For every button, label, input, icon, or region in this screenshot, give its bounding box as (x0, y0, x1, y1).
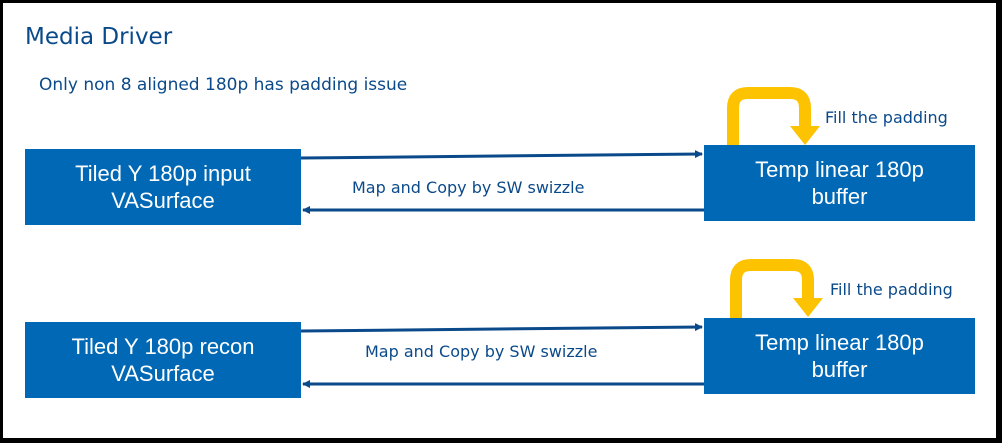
loop-arrow-row1 (727, 87, 811, 147)
edge-label-row2: Map and Copy by SW swizzle (365, 342, 598, 361)
source-box-recon-line2: VASurface (111, 361, 215, 386)
edge-label-row1: Map and Copy by SW swizzle (352, 178, 585, 197)
diagram-title: Media Driver (25, 24, 173, 50)
source-box-input-line2: VASurface (111, 188, 215, 213)
diagram-subtitle: Only non 8 aligned 180p has padding issu… (39, 75, 408, 95)
target-box-buffer-2: Temp linear 180p buffer (704, 318, 975, 394)
target-box-buffer-2-line2: buffer (811, 357, 868, 382)
loop-label-row1: Fill the padding (825, 108, 948, 127)
loop-label-row2: Fill the padding (830, 280, 953, 299)
loop-arrow-row2 (730, 259, 814, 318)
source-box-recon-line1: Tiled Y 180p recon (71, 334, 255, 359)
loop-arrowhead-row1 (790, 126, 820, 145)
source-box-input-line1: Tiled Y 180p input (75, 161, 251, 186)
source-box-input: Tiled Y 180p input VASurface (25, 149, 301, 225)
source-box-recon: Tiled Y 180p recon VASurface (25, 322, 301, 398)
loop-arrowhead-row2 (793, 298, 823, 317)
target-box-buffer-1-line1: Temp linear 180p (755, 157, 924, 182)
target-box-buffer-1: Temp linear 180p buffer (704, 145, 975, 221)
target-box-buffer-1-line2: buffer (811, 184, 868, 209)
forward-arrow-row2 (300, 323, 703, 333)
target-box-buffer-2-line1: Temp linear 180p (755, 330, 924, 355)
forward-arrow-row1 (300, 150, 703, 160)
